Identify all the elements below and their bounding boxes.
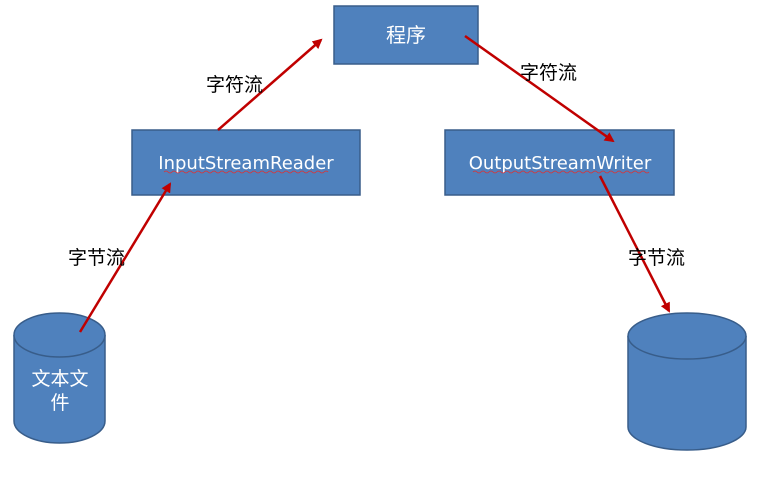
arrow-reader-to-program: [217, 38, 323, 131]
program-node: 程序: [333, 5, 479, 65]
arrow-program-to-writer: [464, 34, 615, 143]
arrow-file-to-reader: [78, 182, 172, 333]
edge-label-byte-stream: 字节流: [628, 247, 685, 269]
program-label: 程序: [386, 23, 426, 47]
spellcheck-underline: [163, 170, 329, 174]
reader-label: InputStreamReader: [158, 153, 334, 174]
writer-label: OutputStreamWriter: [469, 153, 652, 174]
edge-label-byte-stream: 字节流: [68, 247, 125, 269]
output-stream-writer-node: OutputStreamWriter: [444, 129, 675, 196]
edge-label-char-stream: 字符流: [520, 62, 577, 84]
source-file-label-line1: 文本文: [31, 368, 88, 390]
source-file-cylinder: 文本文 件: [13, 312, 106, 444]
edge-label-char-stream: 字符流: [206, 74, 263, 96]
spellcheck-underline: [472, 170, 650, 174]
destination-cylinder: [627, 312, 747, 451]
arrow-writer-to-dest: [598, 175, 671, 313]
input-stream-reader-node: InputStreamReader: [131, 129, 361, 196]
source-file-label-line2: 件: [50, 392, 69, 414]
